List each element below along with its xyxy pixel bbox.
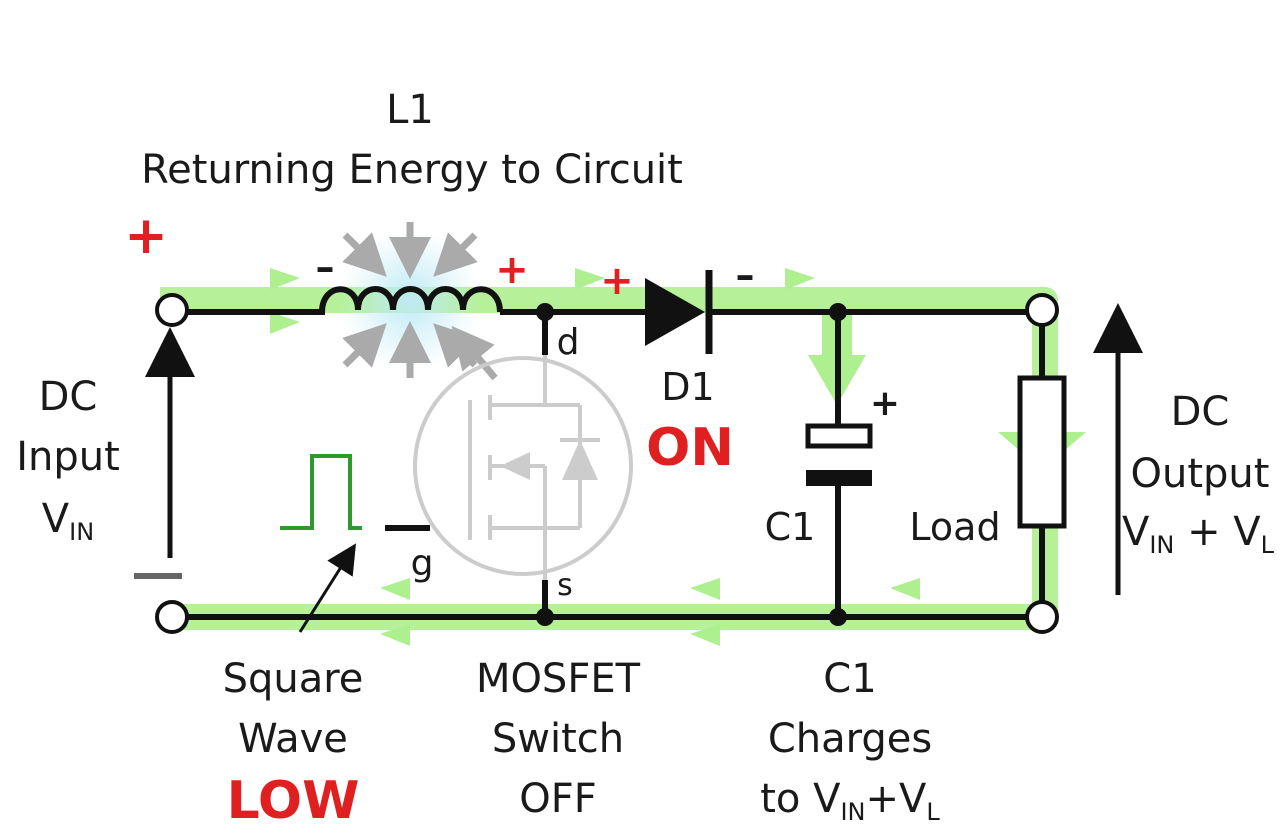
diode-name: D1 <box>661 365 714 409</box>
inductor-name: L1 <box>386 87 434 133</box>
input-terminal-bottom <box>155 600 189 634</box>
circuit-wires <box>172 309 1045 620</box>
inductor-caption: Returning Energy to Circuit <box>141 147 683 193</box>
load-label: Load <box>909 505 1000 549</box>
capacitor-caption-line3: to VIN+VL <box>760 776 940 826</box>
source-label: s <box>557 568 573 603</box>
input-label-line1: DC <box>39 374 98 420</box>
terminals <box>155 293 1059 634</box>
output-label-line1: DC <box>1171 389 1230 435</box>
square-wave-pointer <box>298 543 357 633</box>
junction-dots <box>536 303 847 626</box>
capacitor-caption-line1: C1 <box>823 656 876 702</box>
diode-symbol <box>645 270 713 354</box>
capacitor-plus-sign: + <box>870 383 900 424</box>
energy-arrows <box>342 222 498 381</box>
output-voltage-label: VIN + VL <box>1122 509 1275 559</box>
mosfet-caption-line1: MOSFET <box>476 656 641 702</box>
input-plus-sign: + <box>124 206 168 266</box>
capacitor-caption-line2: Charges <box>768 716 932 762</box>
input-vin-label: VIN <box>42 496 94 546</box>
inductor-minus-sign: – <box>316 245 335 289</box>
capacitor-name: C1 <box>765 505 816 549</box>
output-terminal-bottom <box>1025 600 1059 634</box>
inductor-coil <box>319 286 503 313</box>
mosfet-caption-line2: Switch <box>492 716 624 762</box>
mosfet-caption-state: OFF <box>519 776 597 822</box>
output-label-line2: Output <box>1131 451 1270 497</box>
drain-label: d <box>557 322 580 363</box>
square-wave-state: LOW <box>227 771 360 831</box>
diode-plus-sign: + <box>600 258 634 304</box>
diode-state: ON <box>646 418 734 478</box>
inductor-plus-sign: + <box>495 247 529 293</box>
diode-minus-sign: – <box>736 253 755 297</box>
input-terminal-top <box>155 293 189 327</box>
gate-label: g <box>411 543 434 584</box>
capacitor-symbol <box>805 423 873 486</box>
square-wave-caption-line2: Wave <box>238 716 348 762</box>
mosfet-body-diode <box>500 440 598 480</box>
square-wave-signal <box>280 454 362 530</box>
input-label-line2: Input <box>16 434 120 480</box>
output-terminal-top <box>1025 293 1059 327</box>
load-resistor <box>1017 375 1067 529</box>
square-wave-caption-line1: Square <box>223 656 364 702</box>
current-flow-path <box>160 268 1086 646</box>
